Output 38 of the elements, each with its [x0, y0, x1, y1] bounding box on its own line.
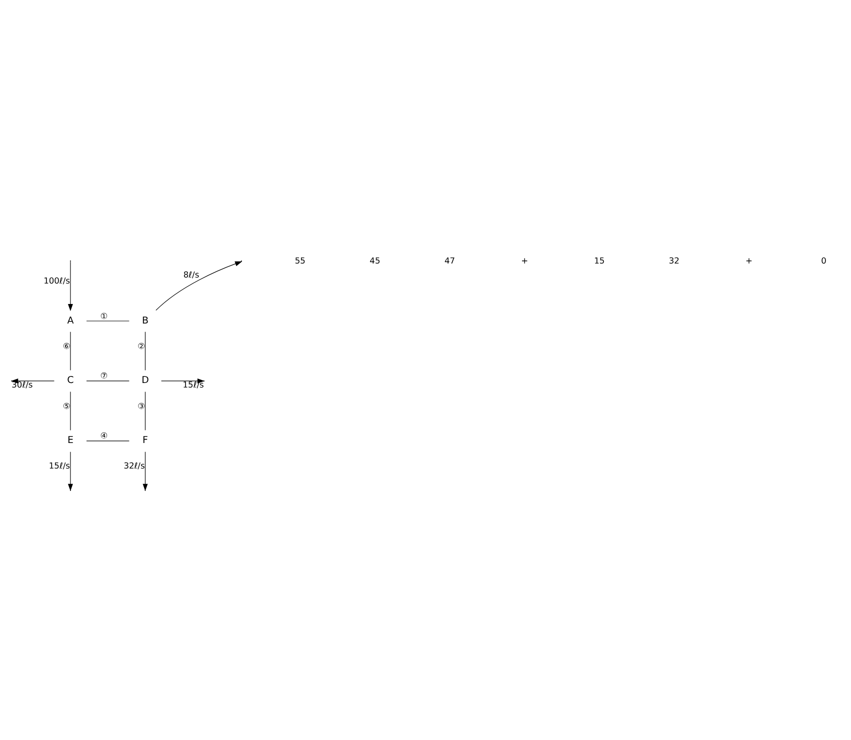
arrow — [161, 378, 205, 383]
edge-label: ④ — [100, 430, 108, 440]
connector — [70, 391, 71, 430]
connector — [144, 391, 146, 430]
label: + — [745, 254, 752, 265]
edge-label: 15ℓ/s — [182, 379, 204, 390]
label: 32 — [668, 254, 680, 265]
node-text: B — [142, 314, 148, 326]
connector — [70, 331, 71, 370]
edge-label: ③ — [138, 400, 146, 410]
edge-label: 15ℓ/s — [48, 460, 70, 470]
edge-label: 8ℓ/s — [183, 268, 200, 279]
label: 55 — [294, 254, 306, 265]
edge-label: ② — [138, 340, 146, 350]
node-text: D — [142, 374, 149, 386]
edge-label: 30ℓ/s — [12, 379, 33, 390]
node-text: A — [67, 314, 74, 326]
edge-label: ⑦ — [100, 370, 108, 380]
node-text: C — [67, 374, 74, 386]
edge-label: 100ℓ/s — [44, 275, 70, 286]
label: + — [521, 254, 528, 265]
arrow — [11, 378, 54, 383]
label: 45 — [370, 254, 380, 265]
arrow — [68, 260, 73, 311]
edge-label: ① — [100, 310, 108, 320]
connector — [86, 440, 130, 441]
connector — [144, 331, 146, 370]
connector — [86, 380, 130, 381]
node-text: F — [142, 434, 148, 446]
edge-label: 32ℓ/s — [124, 460, 145, 470]
label: 47 — [444, 254, 456, 265]
edge-label: ⑥ — [62, 340, 70, 350]
arrow — [68, 451, 73, 491]
node-text: E — [67, 434, 74, 446]
label: 0 — [821, 254, 826, 265]
label: 15 — [594, 254, 605, 265]
arrow — [156, 260, 242, 310]
edge-label: ⑤ — [62, 400, 70, 410]
